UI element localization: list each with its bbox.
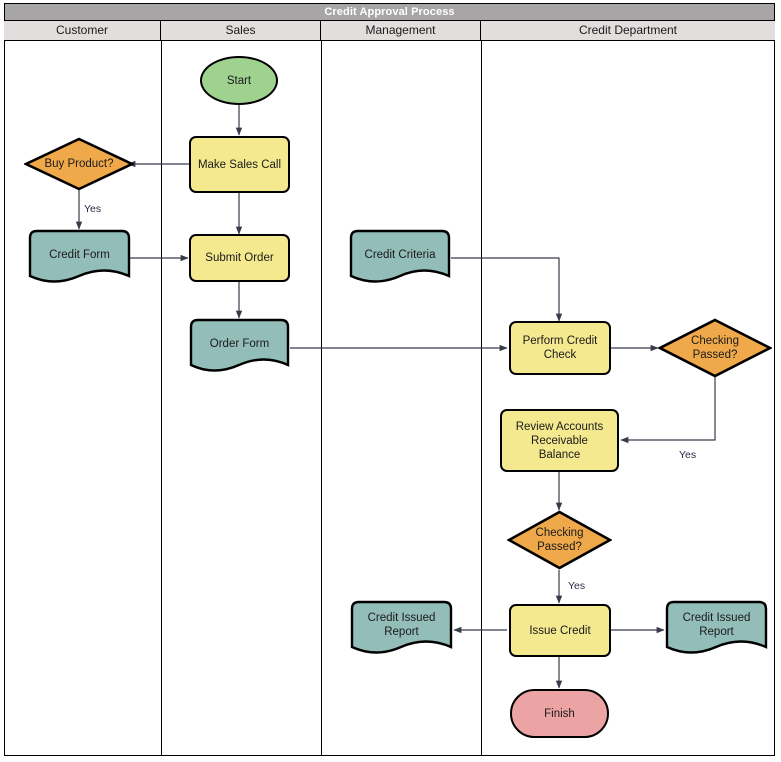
node-checking-passed-2[interactable]: Checking Passed? — [507, 510, 612, 570]
node-checking-passed-2-label-1: Checking — [535, 527, 584, 539]
node-checking-passed-1-label-2: Passed? — [692, 349, 738, 361]
node-checking-passed-1-label-1: Checking — [691, 335, 739, 347]
node-review-ar-label-3: Balance — [538, 448, 581, 461]
node-checking-passed-1[interactable]: Checking Passed? — [658, 318, 772, 378]
lane-header-customer: Customer — [4, 21, 161, 41]
diamond-shape — [24, 137, 134, 191]
node-review-ar-label-1: Review Accounts — [515, 420, 604, 433]
node-start-label: Start — [226, 74, 252, 87]
node-order-form-label: Order Form — [209, 338, 270, 350]
node-perform-credit-check-label-1: Perform Credit — [522, 335, 598, 347]
node-credit-form[interactable]: Credit Form — [28, 229, 131, 287]
node-review-accounts-receivable-balance[interactable]: Review Accounts Receivable Balance — [500, 409, 619, 472]
lane-divider-2 — [321, 41, 322, 755]
node-credit-issued-report-management-label-1: Credit Issued — [367, 612, 436, 624]
node-perform-credit-check[interactable]: Perform Credit Check — [509, 321, 611, 375]
node-buy-product-label: Buy Product? — [44, 158, 114, 170]
document-shape — [665, 600, 768, 658]
document-shape — [28, 229, 131, 287]
node-credit-form-label: Credit Form — [49, 249, 110, 261]
node-start[interactable]: Start — [200, 56, 278, 105]
node-credit-issued-report-credit-department[interactable]: Credit Issued Report — [665, 600, 768, 658]
node-submit-order-label: Submit Order — [205, 252, 274, 264]
node-order-form[interactable]: Order Form — [189, 318, 290, 376]
diamond-shape — [658, 318, 772, 378]
document-shape — [189, 318, 290, 376]
edge-label-checking-passed-2-yes: Yes — [568, 580, 586, 592]
node-issue-credit-label: Issue Credit — [529, 624, 591, 637]
node-credit-issued-report-management[interactable]: Credit Issued Report — [350, 600, 453, 658]
lane-header-management: Management — [321, 21, 481, 41]
diamond-shape — [507, 510, 612, 570]
lane-divider-3 — [481, 41, 482, 755]
document-shape — [349, 229, 451, 287]
diagram-title: Credit Approval Process — [4, 3, 775, 21]
node-buy-product-decision[interactable]: Buy Product? — [24, 137, 134, 191]
node-perform-credit-check-label-2: Check — [543, 349, 577, 361]
node-credit-criteria[interactable]: Credit Criteria — [349, 229, 451, 287]
edge-label-checking-passed-1-yes: Yes — [679, 449, 697, 461]
node-checking-passed-2-label-2: Passed? — [537, 541, 582, 553]
node-submit-order[interactable]: Submit Order — [189, 234, 290, 282]
edge-label-buy-product-yes: Yes — [84, 203, 102, 215]
node-make-sales-call[interactable]: Make Sales Call — [189, 136, 290, 193]
node-credit-issued-report-management-label-2: Report — [384, 626, 419, 638]
node-credit-issued-report-credit-department-label-1: Credit Issued — [682, 612, 751, 624]
node-review-ar-label-2: Receivable — [531, 434, 588, 447]
node-issue-credit[interactable]: Issue Credit — [509, 604, 611, 657]
node-credit-issued-report-credit-department-label-2: Report — [699, 626, 734, 638]
lane-header-credit-department: Credit Department — [481, 21, 775, 41]
node-finish-label: Finish — [544, 707, 575, 720]
lane-header-sales: Sales — [161, 21, 321, 41]
lane-divider-1 — [161, 41, 162, 755]
node-make-sales-call-label: Make Sales Call — [197, 158, 282, 171]
node-finish[interactable]: Finish — [510, 689, 609, 738]
document-shape — [350, 600, 453, 658]
node-credit-criteria-label: Credit Criteria — [364, 249, 436, 261]
